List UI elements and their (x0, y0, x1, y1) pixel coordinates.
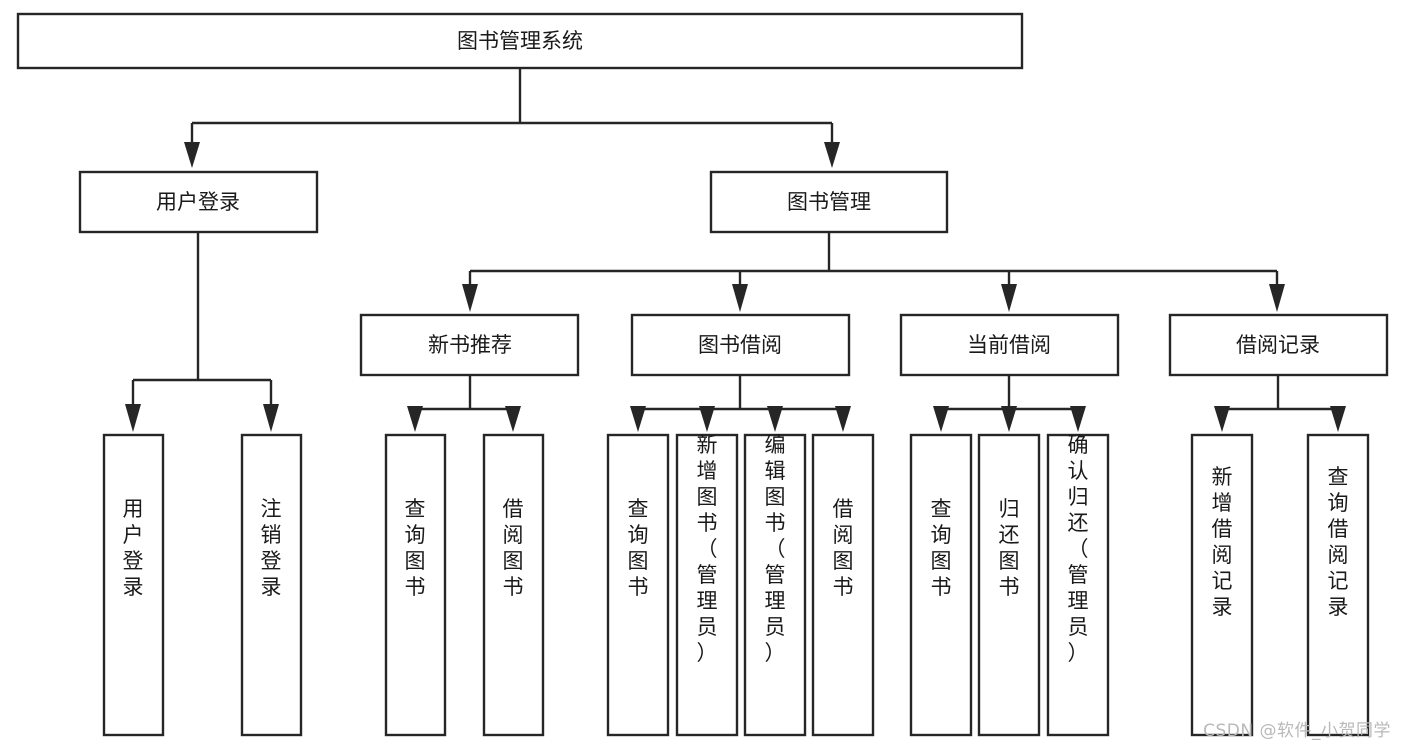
leaf-node-add-book-admin-box[interactable] (675, 433, 739, 737)
node-root-label: 图书管理系统 (457, 29, 583, 53)
leaf-node-borrow-book-borrow-box[interactable] (811, 433, 875, 737)
leaf-node-query-book-current[interactable]: 查询图书 (909, 433, 973, 737)
leaf-node-query-book-recommend-box[interactable] (384, 433, 447, 737)
connector-root-to-level2 (184, 68, 840, 168)
leaf-node-user-login-label: 用户登录 (123, 497, 144, 599)
node-borrow-record-label: 借阅记录 (1236, 333, 1320, 357)
node-book-borrow[interactable]: 图书借阅 (630, 313, 851, 377)
arrow-head-icon (184, 142, 200, 168)
arrow-head-icon (824, 142, 840, 168)
leaf-node-confirm-return-admin-label: 确认归还（管理员） (1068, 433, 1089, 665)
leaf-node-borrow-book-recommend-box[interactable] (482, 433, 545, 737)
connector-current-borrow-to-leaves (933, 375, 1086, 432)
leaf-node-user-login-box[interactable] (102, 433, 165, 737)
arrow-head-icon (1001, 284, 1017, 312)
leaf-node-add-book-admin-label: 新增图书（管理员） (697, 433, 718, 665)
leaf-node-logout-box[interactable] (240, 433, 303, 737)
leaf-node-query-book-borrow[interactable]: 查询图书 (606, 433, 670, 737)
leaf-node-borrow-book-recommend[interactable]: 借阅图书 (482, 433, 545, 737)
arrow-head-icon (505, 406, 521, 432)
leaf-node-logout[interactable]: 注销登录 (240, 433, 303, 737)
connector-borrow-record-to-leaves (1214, 375, 1346, 432)
node-root[interactable]: 图书管理系统 (16, 12, 1024, 70)
leaf-node-edit-book-admin-box[interactable] (743, 433, 807, 737)
connector-user-login-to-leaves (125, 232, 279, 432)
node-book-management-label: 图书管理 (787, 190, 871, 214)
leaf-node-user-login[interactable]: 用户登录 (102, 433, 165, 737)
node-user-login[interactable]: 用户登录 (78, 170, 319, 234)
arrow-head-icon (1070, 406, 1086, 432)
arrow-head-icon (1001, 406, 1017, 432)
arrow-head-icon (407, 406, 423, 432)
node-borrow-record[interactable]: 借阅记录 (1168, 313, 1389, 377)
node-root-box[interactable] (16, 12, 1024, 70)
node-current-borrow-box[interactable] (899, 313, 1120, 377)
leaf-node-query-book-recommend[interactable]: 查询图书 (384, 433, 447, 737)
leaf-node-borrow-book-borrow-label: 借阅图书 (833, 497, 854, 599)
leaf-node-query-borrow-record-box[interactable] (1306, 433, 1370, 737)
leaf-node-add-book-admin[interactable]: 新增图书（管理员） (675, 433, 739, 737)
node-book-borrow-label: 图书借阅 (698, 333, 782, 357)
leaf-node-add-borrow-record-box[interactable] (1190, 433, 1254, 737)
arrow-head-icon (125, 404, 141, 432)
leaf-node-query-borrow-record-label: 查询借阅记录 (1328, 465, 1349, 619)
arrow-head-icon (835, 406, 851, 432)
node-user-login-label: 用户登录 (156, 190, 240, 214)
leaf-node-confirm-return-admin-box[interactable] (1046, 433, 1110, 737)
leaf-node-edit-book-admin[interactable]: 编辑图书（管理员） (743, 433, 807, 737)
leaf-node-query-book-recommend-label: 查询图书 (405, 497, 426, 599)
leaf-node-confirm-return-admin[interactable]: 确认归还（管理员） (1046, 433, 1110, 737)
leaf-node-return-book-label: 归还图书 (999, 497, 1020, 599)
leaf-node-query-book-current-box[interactable] (909, 433, 973, 737)
arrow-head-icon (630, 406, 646, 432)
leaf-node-return-book-box[interactable] (977, 433, 1041, 737)
arrow-head-icon (462, 284, 478, 312)
leaf-node-query-book-current-label: 查询图书 (931, 497, 952, 599)
node-new-book-recommend-box[interactable] (359, 313, 580, 377)
csdn-watermark: CSDN @软件_小贺同学 (1203, 721, 1391, 741)
leaf-node-add-borrow-record[interactable]: 新增借阅记录 (1190, 433, 1254, 737)
leaf-node-logout-label: 注销登录 (261, 497, 282, 599)
node-current-borrow[interactable]: 当前借阅 (899, 313, 1120, 377)
leaf-node-borrow-book-borrow[interactable]: 借阅图书 (811, 433, 875, 737)
connector-book-borrow-to-leaves (630, 375, 851, 432)
node-current-borrow-label: 当前借阅 (967, 333, 1051, 357)
leaf-node-query-borrow-record[interactable]: 查询借阅记录 (1306, 433, 1370, 737)
arrow-head-icon (1214, 406, 1230, 432)
leaf-node-query-book-borrow-box[interactable] (606, 433, 670, 737)
leaf-node-add-borrow-record-label: 新增借阅记录 (1212, 465, 1233, 619)
node-new-book-recommend-label: 新书推荐 (428, 333, 512, 357)
arrow-head-icon (699, 406, 715, 432)
arrow-head-icon (1330, 406, 1346, 432)
leaf-node-borrow-book-recommend-label: 借阅图书 (503, 497, 524, 599)
leaf-node-query-book-borrow-label: 查询图书 (628, 497, 649, 599)
node-new-book-recommend[interactable]: 新书推荐 (359, 313, 580, 377)
node-book-management[interactable]: 图书管理 (709, 170, 949, 234)
arrow-head-icon (767, 406, 783, 432)
node-user-login-box[interactable] (78, 170, 319, 234)
arrow-head-icon (732, 284, 748, 312)
arrow-head-icon (933, 406, 949, 432)
leaf-node-edit-book-admin-label: 编辑图书（管理员） (765, 433, 786, 665)
connector-new-book-recommend-to-leaves (407, 375, 521, 432)
arrow-head-icon (1269, 284, 1285, 312)
leaf-node-return-book[interactable]: 归还图书 (977, 433, 1041, 737)
arrow-head-icon (263, 404, 279, 432)
connector-book-management-to-level3 (462, 232, 1285, 312)
